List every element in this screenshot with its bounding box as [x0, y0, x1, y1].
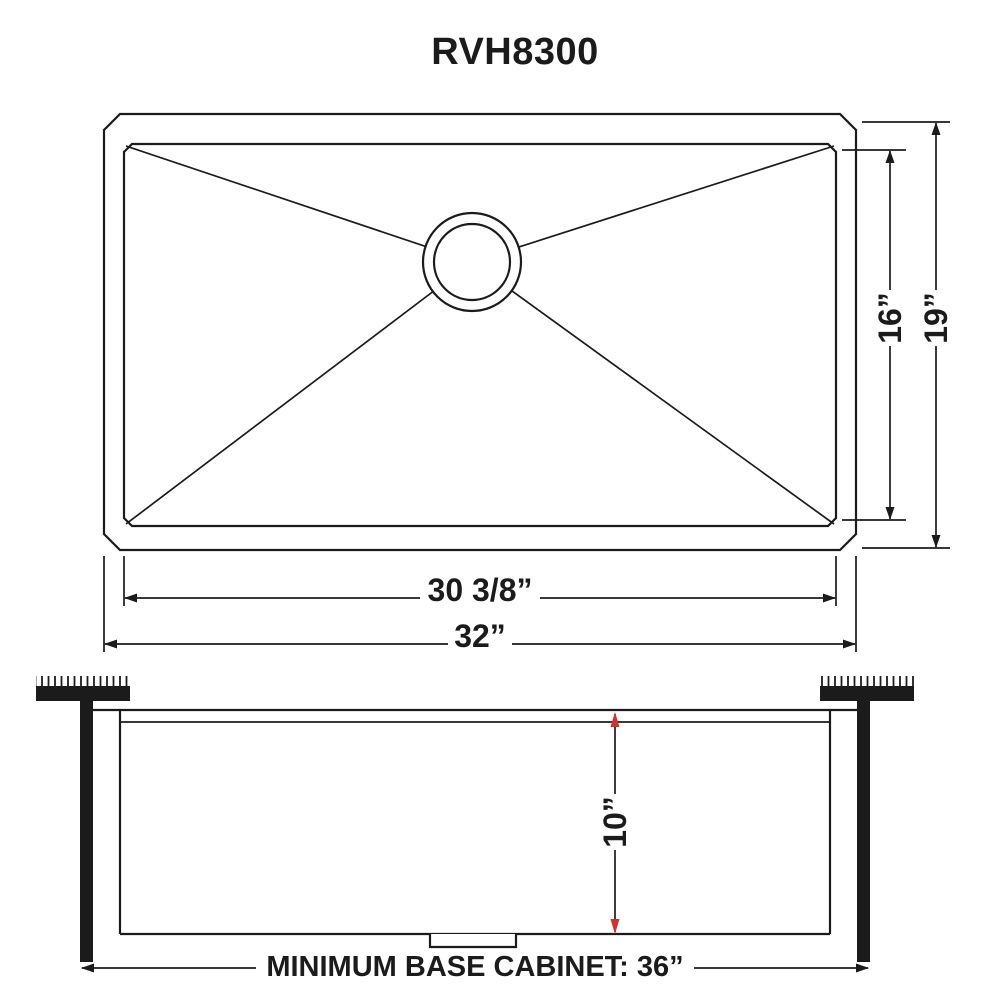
- slope-line-top-left: [125, 145, 473, 263]
- countertop-left: [36, 686, 130, 701]
- arrowhead-down: [931, 535, 941, 548]
- outer-height-label: 19”: [918, 292, 954, 344]
- dimension-outer-height: 19”: [862, 121, 954, 549]
- drain-inner-circle: [432, 222, 512, 302]
- countertop-hatch-left: [36, 676, 130, 686]
- sink-outer-edge: [102, 112, 858, 552]
- depth-label: 10”: [597, 796, 633, 848]
- dimension-depth: 10”: [597, 712, 633, 934]
- red-arrowhead-up: [610, 712, 620, 727]
- arrowhead-left: [104, 639, 117, 649]
- cabinet-wall-left: [80, 700, 93, 962]
- arrowhead-right: [843, 639, 856, 649]
- side-view: [36, 676, 914, 962]
- arrowhead-down: [885, 507, 895, 520]
- arrowhead-right: [856, 963, 869, 973]
- arrowhead-right: [823, 593, 836, 603]
- cabinet-wall-right: [857, 700, 870, 962]
- inner-width-label: 30 3/8”: [428, 572, 533, 608]
- dimension-inner-height: 16”: [842, 149, 908, 521]
- drain-stub: [428, 934, 518, 949]
- countertop-hatch-right: [820, 676, 914, 686]
- slope-line-top-right: [471, 145, 835, 263]
- bowl-edge: [122, 142, 838, 528]
- dimension-outer-width: 32”: [103, 556, 857, 654]
- arrowhead-left: [81, 963, 94, 973]
- dimension-inner-width: 30 3/8”: [123, 556, 837, 608]
- arrowhead-left: [124, 593, 137, 603]
- model-title: RVH8300: [431, 31, 599, 73]
- red-arrowhead-down: [610, 919, 620, 934]
- slope-line-bottom-left: [125, 261, 473, 525]
- top-view: [102, 112, 858, 552]
- outer-width-label: 32”: [454, 618, 506, 654]
- base-cabinet-label: MINIMUM BASE CABINET: 36”: [266, 951, 683, 983]
- arrowhead-up: [931, 122, 941, 135]
- dimension-base-cabinet: MINIMUM BASE CABINET: 36”: [81, 951, 869, 983]
- slope-line-bottom-right: [471, 261, 835, 525]
- countertop-right: [820, 686, 914, 701]
- inner-height-label: 16”: [872, 292, 908, 344]
- arrowhead-up: [885, 150, 895, 163]
